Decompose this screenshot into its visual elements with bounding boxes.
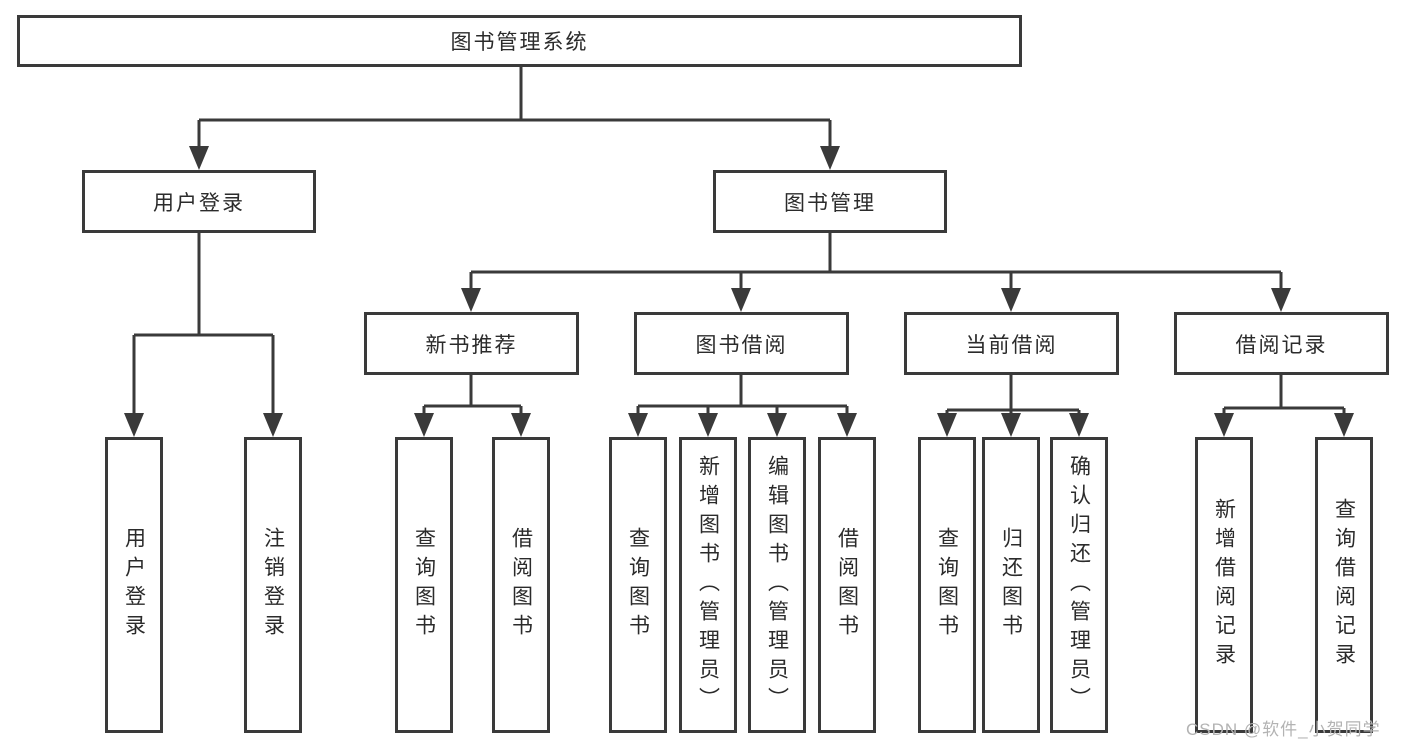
- leaf-query-borrow-record: 查询借阅记录: [1315, 437, 1373, 733]
- leaf-add-borrow-record: 新增借阅记录: [1195, 437, 1253, 733]
- node-label: 新书推荐: [425, 333, 518, 357]
- connector-book-management-children: [461, 233, 1291, 312]
- leaf-query-books-recommend: 查询图书: [395, 437, 453, 733]
- node-label: 当前借阅: [965, 333, 1058, 357]
- node-label: 图书借阅: [695, 333, 788, 357]
- node-label: 借阅图书: [509, 527, 533, 643]
- connector-current-borrow-children: [937, 375, 1089, 437]
- leaf-borrow-books-recommend: 借阅图书: [492, 437, 550, 733]
- node-label: 归还图书: [999, 527, 1023, 643]
- node-label: 查询图书: [935, 527, 959, 643]
- node-label: 编辑图书（管理员）: [765, 454, 789, 716]
- node-label: 查询图书: [412, 527, 436, 643]
- node-label: 注销登录: [261, 527, 285, 643]
- node-book-management: 图书管理: [713, 170, 947, 233]
- leaf-add-book-admin: 新增图书（管理员）: [679, 437, 737, 733]
- node-user-login: 用户登录: [82, 170, 316, 233]
- connector-new-book-children: [414, 375, 531, 437]
- leaf-logout: 注销登录: [244, 437, 302, 733]
- node-label: 查询图书: [626, 527, 650, 643]
- node-label: 新增图书（管理员）: [696, 454, 720, 716]
- leaf-edit-book-admin: 编辑图书（管理员）: [748, 437, 806, 733]
- connector-root-to-level2: [189, 67, 840, 170]
- connector-user-login-children: [124, 233, 283, 437]
- node-label: 借阅图书: [835, 527, 859, 643]
- leaf-query-books-current: 查询图书: [918, 437, 976, 733]
- connector-borrow-records-children: [1214, 375, 1354, 437]
- connector-book-borrow-children: [628, 375, 857, 437]
- node-label: 用户登录: [122, 527, 146, 643]
- node-book-borrow: 图书借阅: [634, 312, 849, 375]
- node-label: 新增借阅记录: [1212, 498, 1236, 672]
- node-label: 图书管理系统: [450, 31, 589, 54]
- leaf-borrow-books: 借阅图书: [818, 437, 876, 733]
- leaf-user-login: 用户登录: [105, 437, 163, 733]
- node-label: 图书管理: [784, 191, 876, 215]
- node-new-book-recommend: 新书推荐: [364, 312, 579, 375]
- node-borrow-records: 借阅记录: [1174, 312, 1389, 375]
- node-label: 确认归还（管理员）: [1067, 454, 1091, 716]
- leaf-confirm-return-admin: 确认归还（管理员）: [1050, 437, 1108, 733]
- node-label: 借阅记录: [1235, 333, 1328, 357]
- leaf-return-book: 归还图书: [982, 437, 1040, 733]
- node-label: 查询借阅记录: [1332, 498, 1356, 672]
- node-library-management-system: 图书管理系统: [17, 15, 1022, 67]
- node-label: 用户登录: [153, 191, 245, 215]
- csdn-watermark: CSDN @软件_小贺同学: [1186, 720, 1381, 739]
- node-current-borrow: 当前借阅: [904, 312, 1119, 375]
- leaf-query-books-borrow: 查询图书: [609, 437, 667, 733]
